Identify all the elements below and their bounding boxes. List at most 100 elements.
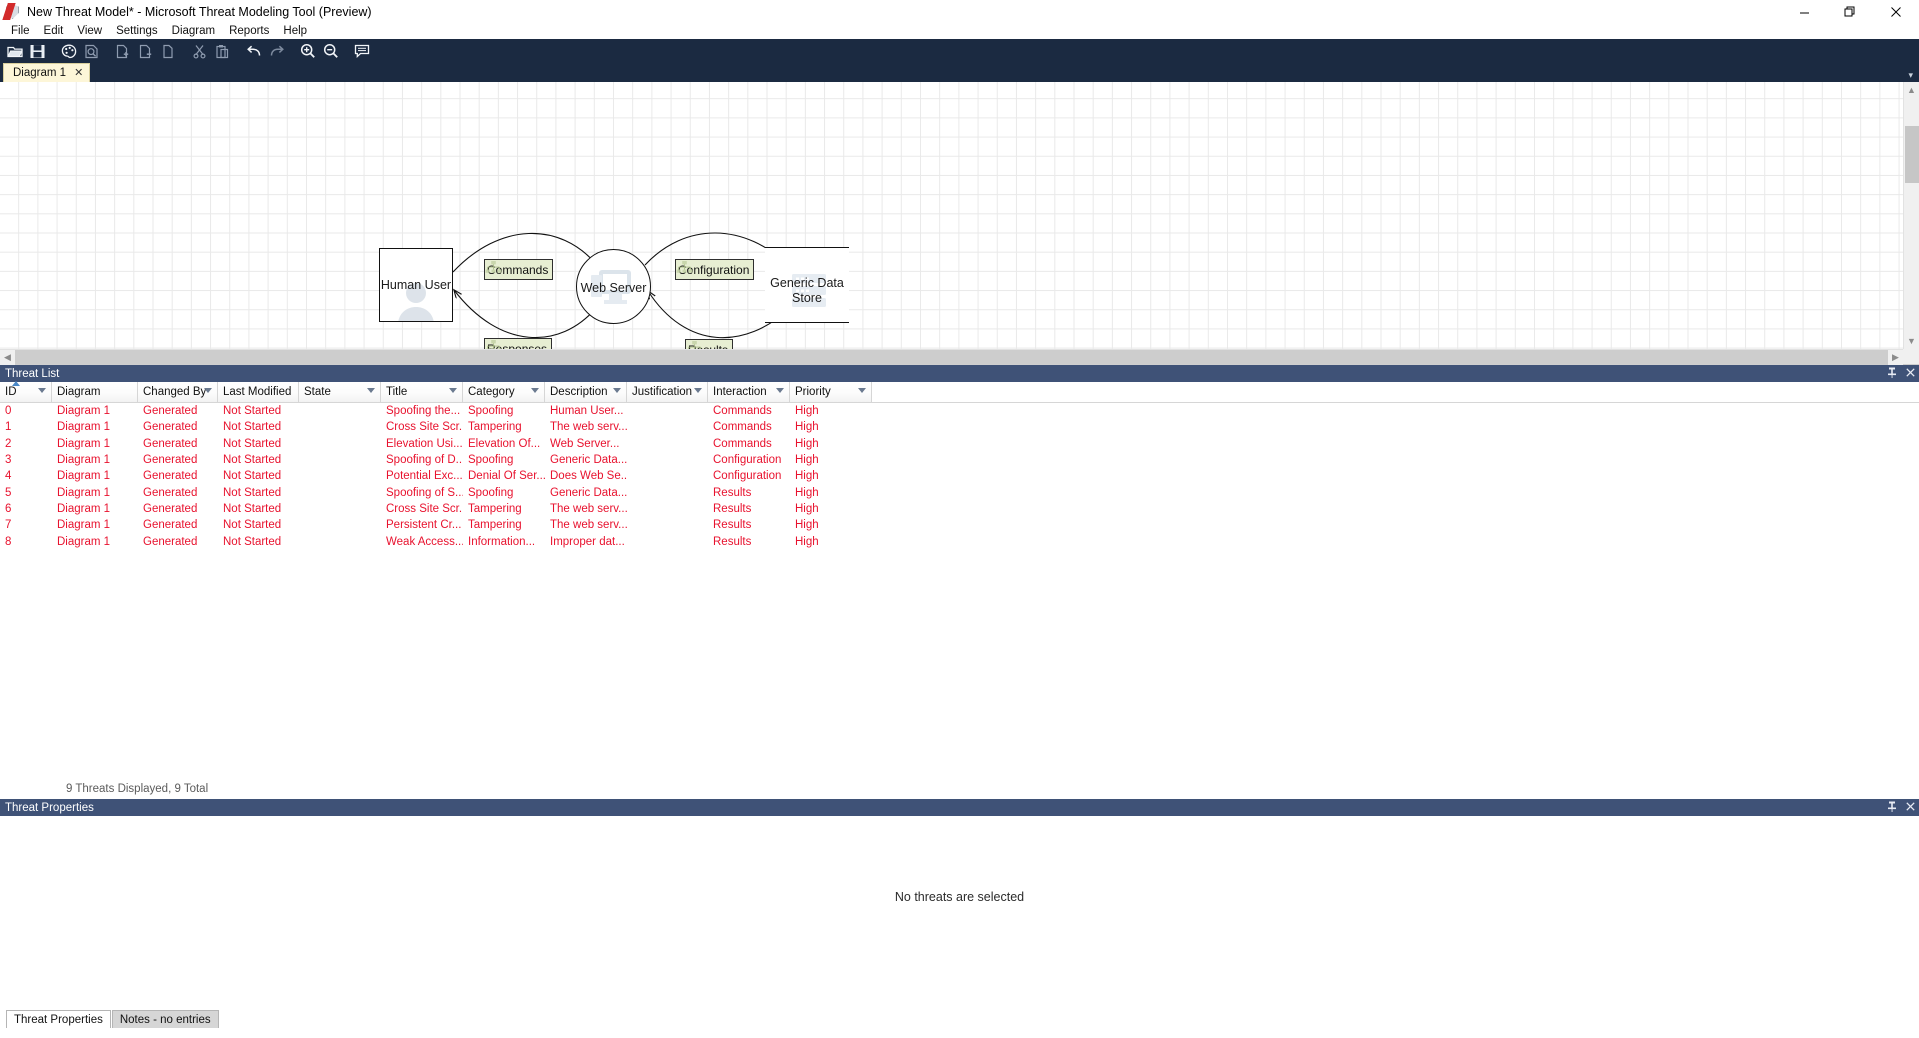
column-header-label: Title bbox=[386, 386, 408, 398]
diagram-node-web-server[interactable]: Web Server bbox=[576, 249, 651, 324]
undo-icon[interactable] bbox=[242, 40, 265, 62]
cell-title: Spoofing of D... bbox=[386, 454, 463, 467]
cell-priority: High bbox=[795, 486, 819, 499]
tab-close-icon[interactable]: ✕ bbox=[74, 66, 84, 79]
flow-label-results[interactable]: Results bbox=[685, 339, 734, 349]
column-filter-chevron-down-icon[interactable] bbox=[613, 388, 621, 393]
column-filter-chevron-down-icon[interactable] bbox=[694, 388, 702, 393]
copy-page-icon[interactable] bbox=[157, 40, 180, 62]
tab-diagram-1[interactable]: Diagram 1 ✕ bbox=[3, 63, 91, 82]
column-header-changed_by[interactable]: Changed By bbox=[138, 382, 218, 402]
menu-view[interactable]: View bbox=[77, 25, 103, 37]
column-filter-chevron-down-icon[interactable] bbox=[204, 388, 212, 393]
column-header-last_modified[interactable]: Last Modified bbox=[218, 382, 299, 402]
column-header-priority[interactable]: Priority bbox=[790, 382, 872, 402]
cut-icon[interactable] bbox=[188, 40, 211, 62]
zoom-out-icon[interactable] bbox=[319, 40, 342, 62]
scroll-right-arrow-icon[interactable]: ▶ bbox=[1888, 349, 1903, 365]
threat-count-status: 9 Threats Displayed, 9 Total bbox=[0, 781, 1919, 797]
column-header-id[interactable]: ID bbox=[0, 381, 52, 402]
cell-interaction: Configuration bbox=[713, 454, 782, 467]
cell-priority: High bbox=[795, 519, 819, 532]
column-filter-chevron-down-icon[interactable] bbox=[858, 388, 866, 393]
column-header-diagram[interactable]: Diagram bbox=[52, 382, 138, 402]
column-filter-chevron-down-icon[interactable] bbox=[531, 388, 539, 393]
dataflow-glyph-icon bbox=[485, 261, 502, 273]
column-header-justification[interactable]: Justification bbox=[627, 382, 708, 402]
close-icon[interactable] bbox=[1906, 801, 1915, 814]
column-header-label: Changed By bbox=[143, 386, 207, 398]
column-header-interaction[interactable]: Interaction bbox=[708, 382, 790, 402]
canvas-vertical-scrollbar[interactable]: ▲ ▼ bbox=[1903, 82, 1919, 349]
close-button[interactable] bbox=[1873, 0, 1919, 24]
tab-overflow-chevron-down-icon[interactable]: ▾ bbox=[1908, 70, 1913, 80]
cell-justification bbox=[627, 452, 708, 468]
column-header-description[interactable]: Description bbox=[545, 382, 627, 402]
no-threats-selected-message: No threats are selected bbox=[894, 890, 1025, 904]
menu-help[interactable]: Help bbox=[283, 25, 308, 37]
cell-diagram: Diagram 1 bbox=[57, 405, 111, 418]
web-server-glyph-icon bbox=[591, 270, 631, 304]
flow-label-commands[interactable]: Commands bbox=[484, 259, 554, 280]
column-header-category[interactable]: Category bbox=[463, 382, 545, 402]
scroll-down-arrow-icon[interactable]: ▼ bbox=[1907, 336, 1916, 346]
redo-icon[interactable] bbox=[265, 40, 288, 62]
cell-state bbox=[299, 517, 381, 533]
threat-properties-title: Threat Properties bbox=[5, 801, 94, 814]
add-page-icon[interactable] bbox=[111, 40, 134, 62]
zoom-in-icon[interactable] bbox=[296, 40, 319, 62]
column-filter-chevron-down-icon[interactable] bbox=[449, 388, 457, 393]
threat-list-panel-header: Threat List bbox=[0, 365, 1919, 382]
minimize-button[interactable] bbox=[1781, 0, 1827, 24]
report-icon[interactable] bbox=[80, 40, 103, 62]
vertical-scroll-thumb[interactable] bbox=[1905, 126, 1919, 183]
scroll-left-arrow-icon[interactable]: ◀ bbox=[0, 349, 15, 365]
column-header-title[interactable]: Title bbox=[381, 382, 463, 402]
palette-icon[interactable] bbox=[57, 40, 80, 62]
menu-diagram[interactable]: Diagram bbox=[171, 25, 216, 37]
column-header-state[interactable]: State bbox=[299, 382, 381, 402]
cell-priority: High bbox=[795, 535, 819, 548]
close-icon[interactable] bbox=[1906, 367, 1915, 380]
flow-label-responses[interactable]: Responses bbox=[484, 338, 553, 349]
diagram-canvas[interactable]: Human User Web Server bbox=[0, 82, 1903, 349]
column-filter-chevron-down-icon[interactable] bbox=[38, 388, 46, 393]
menu-bar: File Edit View Settings Diagram Reports … bbox=[0, 24, 1919, 39]
tab-notes[interactable]: Notes - no entries bbox=[111, 1010, 219, 1028]
menu-settings[interactable]: Settings bbox=[116, 25, 158, 37]
column-filter-chevron-down-icon[interactable] bbox=[776, 388, 784, 393]
cell-interaction: Results bbox=[713, 502, 752, 515]
comment-icon[interactable] bbox=[350, 40, 373, 62]
menu-file[interactable]: File bbox=[11, 25, 30, 37]
pin-icon[interactable] bbox=[1887, 801, 1897, 815]
remove-page-icon[interactable] bbox=[134, 40, 157, 62]
paste-icon[interactable] bbox=[211, 40, 234, 62]
cell-title: Cross Site Scr... bbox=[386, 421, 463, 434]
maximize-button[interactable] bbox=[1827, 0, 1873, 24]
tab-threat-properties[interactable]: Threat Properties bbox=[6, 1010, 111, 1028]
cell-interaction: Commands bbox=[713, 437, 772, 450]
canvas-horizontal-scrollbar[interactable]: ◀ ▶ bbox=[0, 349, 1903, 365]
menu-reports[interactable]: Reports bbox=[229, 25, 270, 37]
pin-icon[interactable] bbox=[1887, 367, 1897, 381]
cell-id: 2 bbox=[5, 437, 12, 450]
cell-category: Denial Of Ser... bbox=[468, 470, 545, 483]
diagram-node-generic-data-store[interactable]: Generic Data Store bbox=[765, 247, 849, 323]
flow-label-configuration[interactable]: Configuration bbox=[675, 259, 755, 280]
open-icon[interactable] bbox=[3, 40, 26, 62]
column-filter-chevron-down-icon[interactable] bbox=[367, 388, 375, 393]
save-icon[interactable] bbox=[26, 40, 49, 62]
generic-data-store-label-line1: Generic Data bbox=[770, 276, 844, 290]
diagram-node-human-user[interactable]: Human User bbox=[379, 248, 453, 322]
menu-edit[interactable]: Edit bbox=[43, 25, 64, 37]
scroll-up-arrow-icon[interactable]: ▲ bbox=[1907, 85, 1916, 95]
